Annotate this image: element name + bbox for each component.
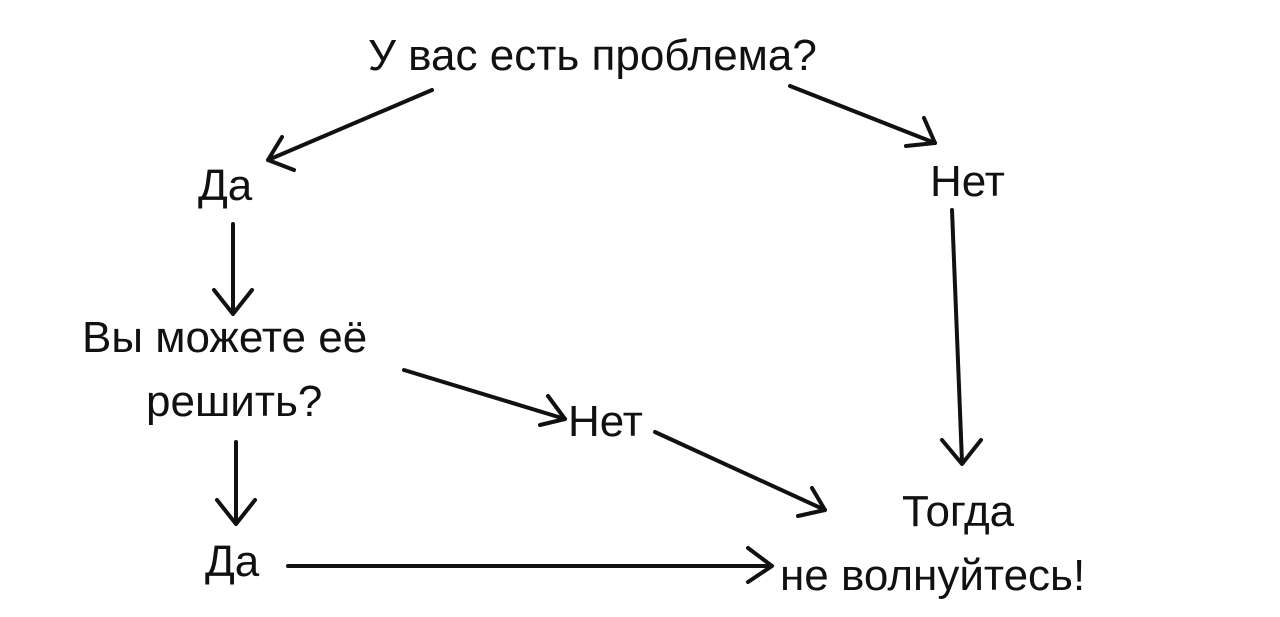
arrow-problem-to-no [788, 84, 937, 148]
answer-yes-1-text: Да [198, 161, 253, 210]
arrow-yes-to-solve-question [212, 222, 254, 316]
arrow-solve-to-yes2 [215, 440, 257, 526]
arrow-no-to-result [940, 208, 983, 466]
question-solve-line2-text: решить? [146, 377, 322, 426]
question-solve-line1-text: Вы можете её [82, 313, 367, 362]
answer-no-1-text: Нет [930, 157, 1005, 206]
answer-no-2-text: Нет [568, 397, 643, 446]
result-line1-text: Тогда [902, 487, 1015, 536]
arrow-solve-to-no [402, 368, 567, 427]
result-line2-text: не волнуйтесь! [780, 551, 1085, 600]
arrow-yes2-to-result [286, 546, 774, 584]
answer-yes-2-text: Да [205, 537, 260, 586]
question-problem-text: У вас есть проблема? [368, 31, 817, 80]
arrow-problem-to-yes [266, 88, 434, 172]
arrow-no2-to-result [653, 430, 827, 518]
